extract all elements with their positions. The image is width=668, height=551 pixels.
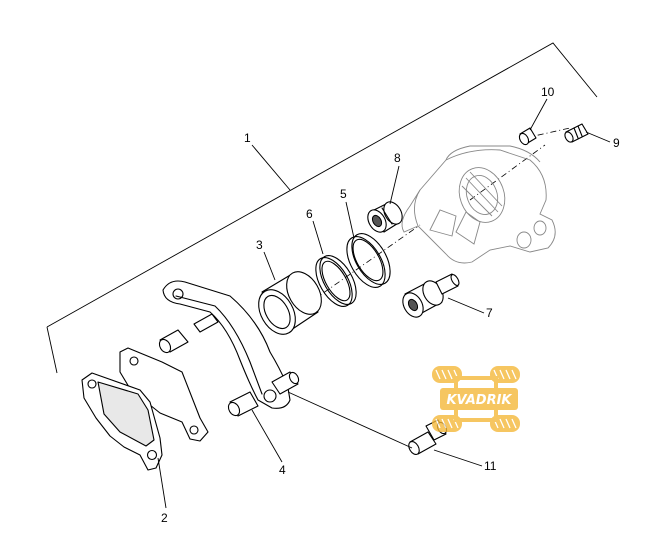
piston-part-3 [258,271,322,335]
callout-10: 10 [541,85,555,99]
slide-pin-boot-part-7 [402,273,460,318]
callout-6: 6 [306,207,313,221]
boot-part-8 [367,201,403,233]
callout-3: 3 [256,238,263,252]
callout-4: 4 [279,463,286,477]
watermark-brand-text: KVADRIK [446,393,512,408]
dust-seal-part-6 [315,255,357,307]
assembly-bracket-1 [46,42,598,374]
callout-labels: 1 2 3 4 5 6 7 8 9 10 11 [161,85,620,525]
callout-5: 5 [340,187,347,201]
caliper-body [401,145,556,264]
kvadrik-watermark-logo: KVADRIK [432,366,520,432]
callout-11: 11 [484,459,497,473]
pin-bolt-part-11 [287,391,448,456]
callout-8: 8 [394,151,401,165]
bleeder-screw-part-9 [564,123,589,143]
callout-1: 1 [244,131,251,145]
bleeder-cap-part-10 [518,127,537,146]
caliper-bracket-part-4 [158,280,300,417]
callout-2: 2 [161,511,168,525]
callout-leaders [157,98,611,509]
brake-pads-part-2 [81,347,209,471]
callout-9: 9 [613,136,620,150]
callout-7: 7 [486,306,493,320]
piston-seal-part-5 [346,233,391,288]
atv-tire-icon [432,366,520,432]
